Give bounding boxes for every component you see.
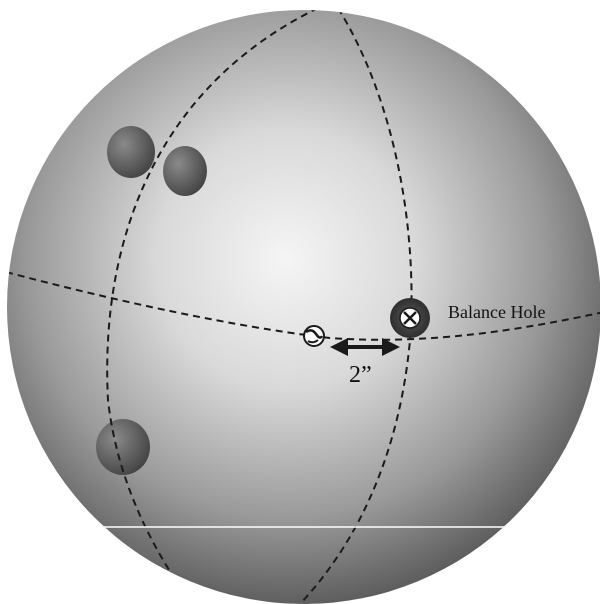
finger-hole-upper-right [163,146,207,196]
balance-hole-label: Balance Hole [448,302,545,322]
pin-icon [304,326,324,346]
thumb-hole [96,419,150,475]
x-circle-icon [390,298,430,338]
finger-hole-upper-left [107,126,155,178]
distance-label: 2” [349,362,372,388]
